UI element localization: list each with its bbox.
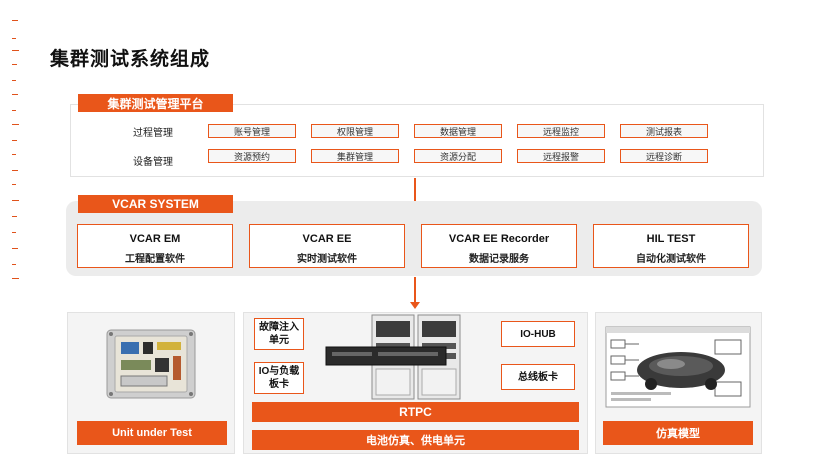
- vcar-card-title: HIL TEST: [646, 233, 696, 245]
- vcar-card-ee[interactable]: VCAR EE 实时测试软件: [249, 224, 405, 268]
- rtpc-bar: RTPC: [252, 402, 579, 422]
- vcar-card-subtitle: 工程配置软件: [125, 254, 185, 265]
- pill-remote-diagnosis[interactable]: 远程诊断: [620, 149, 708, 163]
- edge-decoration: [12, 20, 20, 290]
- vcar-card-title: VCAR EE: [302, 233, 352, 245]
- vcar-card-subtitle: 自动化测试软件: [636, 254, 706, 265]
- io-load-box[interactable]: IO与负载 板卡: [254, 362, 304, 394]
- vcar-card-hil[interactable]: HIL TEST 自动化测试软件: [593, 224, 749, 268]
- sim-model-label: 仿真模型: [603, 421, 753, 445]
- io-hub-label: IO-HUB: [520, 328, 556, 340]
- vcar-card-subtitle: 实时测试软件: [297, 254, 357, 265]
- pill-permission[interactable]: 权限管理: [311, 124, 399, 138]
- management-platform-box: [70, 104, 764, 177]
- fault-injection-box[interactable]: 故障注入 单元: [254, 318, 304, 350]
- fault-injection-label: 故障注入 单元: [259, 322, 299, 346]
- pill-cluster[interactable]: 集群管理: [311, 149, 399, 163]
- io-load-label: IO与负载 板卡: [258, 366, 300, 390]
- page-title: 集群测试系统组成: [50, 49, 211, 70]
- pill-test-report[interactable]: 测试报表: [620, 124, 708, 138]
- battery-sim-bar: 电池仿真、供电单元: [252, 430, 579, 450]
- row-label-process: 过程管理: [133, 128, 173, 139]
- simulation-model-image: [605, 326, 751, 408]
- uut-label: Unit under Test: [77, 421, 227, 445]
- ecu-board-image: [106, 329, 196, 399]
- vcar-card-em[interactable]: VCAR EM 工程配置软件: [77, 224, 233, 268]
- pill-resource-allocation[interactable]: 资源分配: [414, 149, 502, 163]
- row-label-device: 设备管理: [133, 157, 173, 168]
- server-rack-image: [325, 314, 461, 400]
- io-hub-box[interactable]: IO-HUB: [501, 321, 575, 347]
- vcar-card-title: VCAR EM: [129, 233, 181, 245]
- pill-data[interactable]: 数据管理: [414, 124, 502, 138]
- bus-card-box[interactable]: 总线板卡: [501, 364, 575, 390]
- pill-remote-monitor[interactable]: 远程监控: [517, 124, 605, 138]
- vcar-card-subtitle: 数据记录服务: [469, 254, 529, 265]
- pill-account[interactable]: 账号管理: [208, 124, 296, 138]
- arrow-down-2: [410, 277, 420, 309]
- pill-resource-booking[interactable]: 资源预约: [208, 149, 296, 163]
- pill-remote-alarm[interactable]: 远程报警: [517, 149, 605, 163]
- vcar-card-title: VCAR EE Recorder: [448, 233, 550, 245]
- vcar-card-recorder[interactable]: VCAR EE Recorder 数据记录服务: [421, 224, 577, 268]
- vcar-system-tag: VCAR SYSTEM: [78, 195, 233, 213]
- platform-tag: 集群测试管理平台: [78, 94, 233, 112]
- bus-card-label: 总线板卡: [518, 371, 558, 383]
